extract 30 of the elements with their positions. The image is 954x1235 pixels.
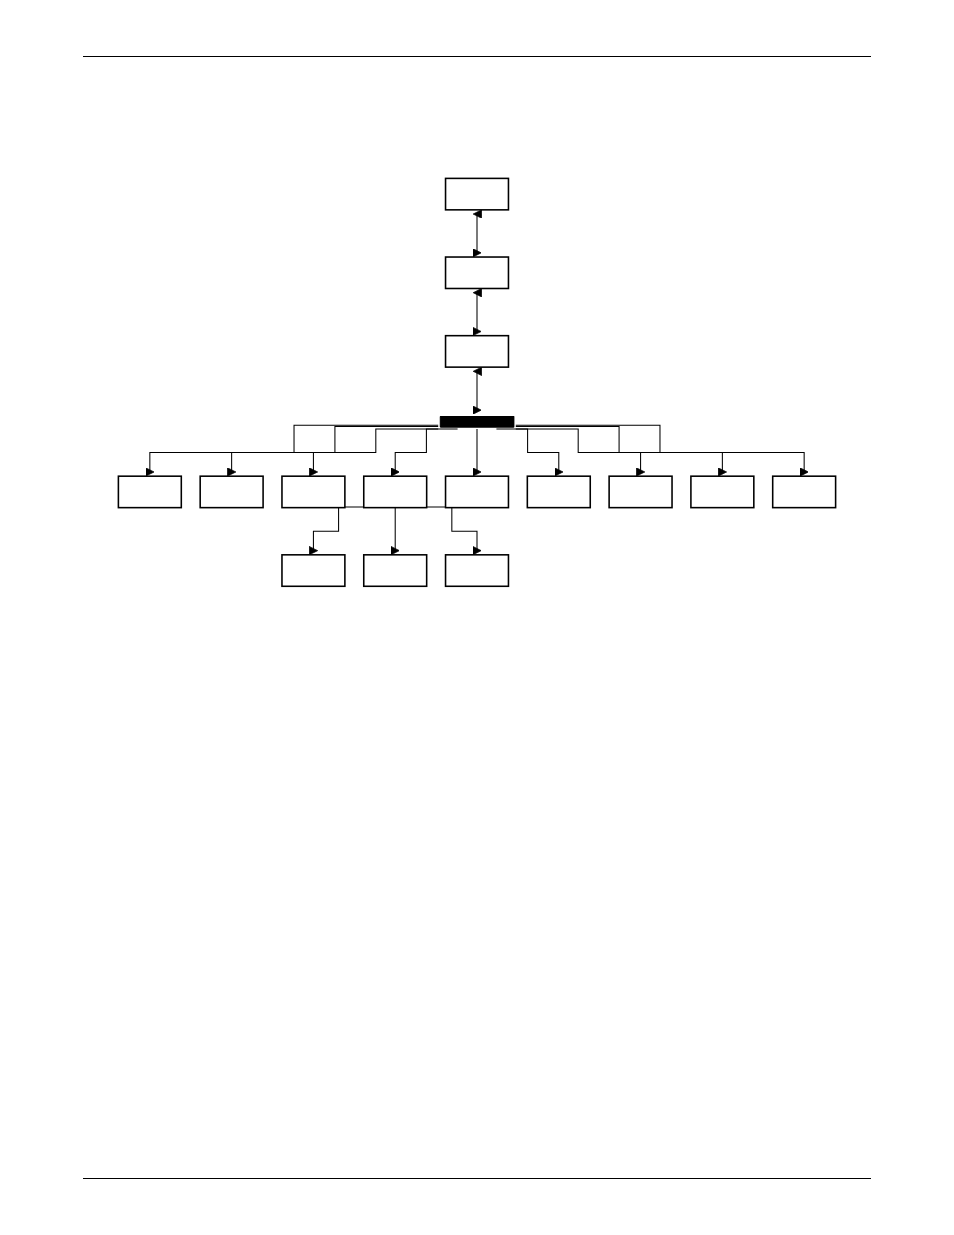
arrow xyxy=(472,209,482,258)
empty-box xyxy=(281,475,346,509)
arrow xyxy=(495,428,564,477)
arrow xyxy=(227,426,439,477)
empty-box xyxy=(117,475,183,509)
empty-box xyxy=(199,475,264,509)
arrow xyxy=(515,424,809,477)
arrow xyxy=(390,428,459,477)
arrow xyxy=(515,426,727,477)
empty-box xyxy=(444,256,510,290)
empty-box xyxy=(690,475,755,509)
arrow xyxy=(426,506,482,556)
arrow xyxy=(472,367,482,415)
empty-box xyxy=(444,334,510,368)
bus-bar xyxy=(439,415,515,428)
arrow xyxy=(472,288,482,337)
arrow xyxy=(472,428,482,477)
empty-box xyxy=(771,475,837,509)
empty-box xyxy=(608,475,673,509)
empty-box xyxy=(444,475,510,509)
arrow xyxy=(390,507,400,556)
empty-box xyxy=(281,554,346,588)
arrow xyxy=(515,428,646,477)
empty-box xyxy=(526,475,592,509)
arrow xyxy=(308,506,365,556)
empty-box xyxy=(444,177,510,211)
empty-box xyxy=(362,554,428,588)
empty-box xyxy=(444,554,510,588)
arrow xyxy=(145,424,439,477)
empty-box xyxy=(362,475,428,509)
